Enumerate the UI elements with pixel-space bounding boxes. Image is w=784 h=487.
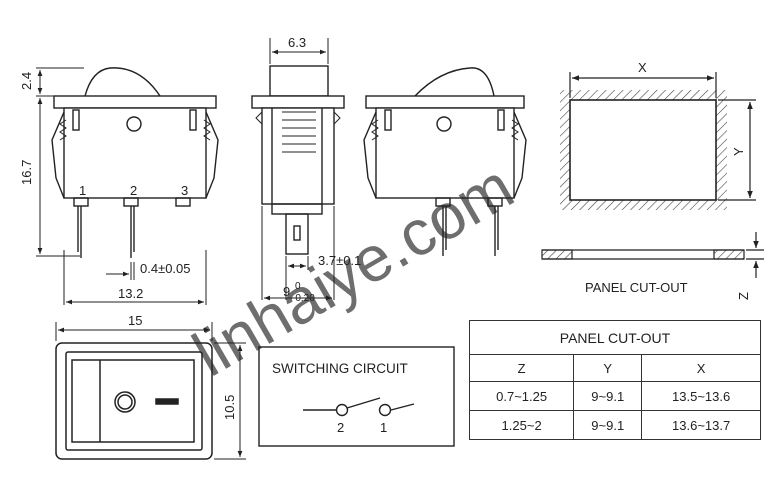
switch-terminal-2: 2 — [337, 420, 344, 435]
panel-cutout-drawing — [541, 72, 764, 278]
dim-depth-tol-lower: -0.20 — [292, 293, 315, 304]
pin-label-3: 3 — [181, 183, 188, 198]
cutout-cell-x: 13.5~13.6 — [641, 381, 761, 411]
side-view-profile — [251, 38, 345, 301]
cutout-table-title: PANEL CUT-OUT — [469, 320, 761, 355]
side-view-right — [363, 67, 527, 256]
dim-y: Y — [731, 147, 746, 156]
switching-circuit-box — [258, 346, 455, 447]
cutout-header-x: X — [641, 354, 761, 382]
front-view — [55, 322, 246, 460]
dim-z: Z — [736, 292, 751, 300]
dim-front-height: 10.5 — [222, 395, 237, 420]
cutout-header-y: Y — [573, 354, 643, 382]
cutout-cell-y: 9~9.1 — [573, 410, 643, 440]
panel-cutout-label: PANEL CUT-OUT — [585, 280, 688, 295]
cutout-cell-x: 13.6~13.7 — [641, 410, 761, 440]
dim-body-width: 13.2 — [118, 286, 143, 301]
table-row: 1.25~2 9~9.1 13.6~13.7 — [468, 410, 761, 440]
pin-label-2: 2 — [130, 183, 137, 198]
side-view-left — [36, 67, 219, 305]
pin-label-1: 1 — [79, 183, 86, 198]
dim-x: X — [638, 60, 647, 75]
dim-pin-width: 0.4±0.05 — [140, 261, 191, 276]
switch-terminal-1: 1 — [380, 420, 387, 435]
dim-side-height: 16.7 — [19, 160, 34, 185]
dim-top-height: 2.4 — [19, 72, 34, 90]
table-row: 0.7~1.25 9~9.1 13.5~13.6 — [468, 381, 761, 411]
panel-cutout-table: PANEL CUT-OUT Z Y X 0.7~1.25 9~9.1 13.5~… — [468, 320, 761, 440]
cutout-cell-z: 0.7~1.25 — [468, 381, 575, 411]
cutout-header-z: Z — [468, 354, 575, 382]
switching-circuit-title: SWITCHING CIRCUIT — [272, 361, 408, 376]
cutout-cell-y: 9~9.1 — [573, 381, 643, 411]
dim-pin-offset: 3.7±0.1 — [318, 253, 361, 268]
dim-side-width: 6.3 — [288, 35, 306, 50]
dim-depth-tol-upper: 0 — [295, 281, 301, 292]
dim-front-width: 15 — [128, 313, 142, 328]
cutout-cell-z: 1.25~2 — [468, 410, 575, 440]
dim-depth: 9 — [283, 284, 290, 299]
